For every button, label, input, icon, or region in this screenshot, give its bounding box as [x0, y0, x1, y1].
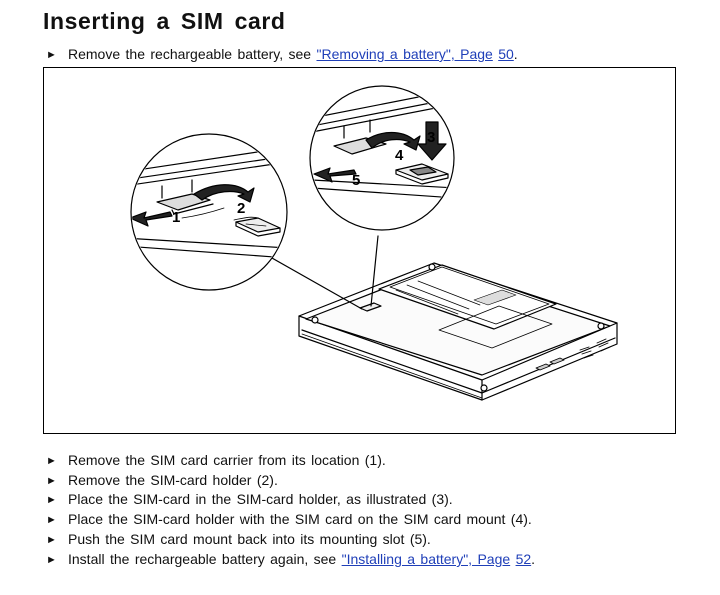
step-6-text: Install the rechargeable battery again, …	[68, 551, 342, 567]
step-1-text: Remove the SIM card carrier from its loc…	[68, 452, 386, 468]
page-title: Inserting a SIM card	[43, 8, 286, 34]
zoom-detail-left: 1 2	[130, 133, 288, 291]
step-5: ► Push the SIM card mount back into its m…	[46, 530, 431, 549]
step-6: ► Install the rechargeable battery again,…	[46, 550, 535, 569]
bullet-triangle-icon: ►	[46, 475, 57, 487]
step-1: ► Remove the SIM card carrier from its lo…	[46, 451, 386, 470]
bullet-triangle-icon: ►	[46, 514, 57, 526]
removing-battery-page-link[interactable]: 50	[498, 46, 514, 62]
bullet-triangle-icon: ►	[46, 554, 57, 566]
zoom-leader-right	[370, 235, 379, 307]
removing-battery-link[interactable]: "Removing a battery", Page	[316, 46, 493, 62]
step-3: ► Place the SIM-card in the SIM-card hold…	[46, 490, 453, 509]
step-4-text: Place the SIM-card holder with the SIM c…	[68, 511, 532, 527]
callout-2: 2	[237, 200, 245, 217]
bullet-triangle-icon: ►	[46, 534, 57, 546]
bullet-triangle-icon: ►	[46, 49, 57, 61]
callout-5: 5	[352, 172, 360, 189]
intro-step-text: Remove the rechargeable battery, see	[68, 46, 317, 62]
installing-battery-page-link[interactable]: 52	[515, 551, 532, 567]
notebook-underside	[298, 262, 618, 401]
step-3-text: Place the SIM-card in the SIM-card holde…	[68, 491, 453, 507]
step-2: ► Remove the SIM-card holder (2).	[46, 471, 278, 490]
step-4: ► Place the SIM-card holder with the SIM …	[46, 510, 532, 529]
callout-3: 3	[427, 129, 435, 146]
sim-card-illustration: 1 2	[43, 67, 676, 434]
zoom-detail-right: 3 4 5	[309, 85, 455, 231]
step-2-text: Remove the SIM-card holder (2).	[68, 472, 278, 488]
bullet-triangle-icon: ►	[46, 494, 57, 506]
callout-1: 1	[172, 209, 180, 226]
step-6-suffix: .	[531, 551, 536, 567]
callout-4: 4	[395, 147, 404, 164]
installing-battery-link[interactable]: "Installing a battery", Page	[341, 551, 511, 567]
intro-step: ► Remove the rechargeable battery, see "R…	[46, 45, 518, 64]
step-5-text: Push the SIM card mount back into its mo…	[68, 531, 431, 547]
intro-step-suffix: .	[513, 46, 518, 62]
bullet-triangle-icon: ►	[46, 455, 57, 467]
